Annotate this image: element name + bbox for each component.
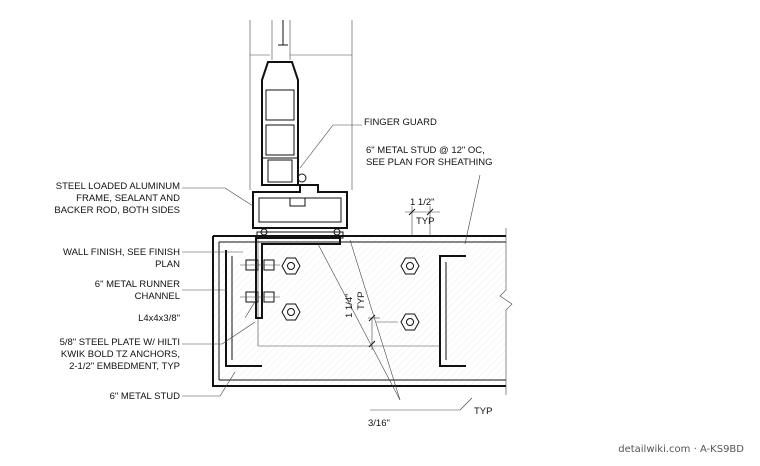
aluminum-frame-head — [252, 184, 348, 236]
label-dim-1-25: 1 1/4" — [344, 293, 355, 318]
runner-and-studs — [225, 231, 466, 367]
label-metal-stud: 6" METAL STUD — [110, 391, 181, 402]
label-weld-typ: TYP — [474, 406, 492, 417]
label-frame-2: FRAME, SEALANT AND — [76, 193, 180, 204]
label-stud-12oc-1: 6" METAL STUD @ 12" OC, — [366, 145, 485, 156]
label-finger-guard: FINGER GUARD — [364, 117, 437, 128]
label-plate-1: 5/8" STEEL PLATE W/ HILTI — [60, 337, 180, 348]
leader-lines — [182, 174, 481, 411]
label-plate-2: KWIK BOLD TZ ANCHORS, — [61, 349, 180, 360]
label-typ-top: TYP — [416, 216, 434, 227]
label-frame-3: BACKER ROD, BOTH SIDES — [54, 205, 180, 216]
steel-angle — [255, 237, 341, 319]
label-wall-finish-2: PLAN — [155, 259, 180, 270]
label-wall-finish-1: WALL FINISH, SEE FINISH — [63, 247, 180, 258]
dimension-1-5 — [405, 206, 440, 236]
label-weld-size: 3/16" — [368, 418, 390, 429]
label-angle: L4x4x3/8" — [138, 313, 180, 324]
finger-guard — [297, 124, 362, 183]
upper-wall-frame — [249, 20, 353, 190]
anchors — [240, 257, 420, 331]
label-frame-1: STEEL LOADED ALUMINUM — [56, 181, 180, 192]
label-runner-2: CHANNEL — [135, 291, 180, 302]
label-plate-3: 2-1/2" EMBEDMENT, TYP — [69, 361, 180, 372]
label-dim-1-5: 1 1/2" — [410, 197, 435, 208]
label-typ-vertical: TYP — [356, 292, 367, 310]
label-runner-1: 6" METAL RUNNER — [95, 279, 180, 290]
watermark: detailwiki.com · A-KS9BD — [618, 444, 744, 455]
label-stud-12oc-2: SEE PLAN FOR SHEATHING — [366, 157, 493, 168]
dimension-1-25 — [368, 314, 398, 350]
